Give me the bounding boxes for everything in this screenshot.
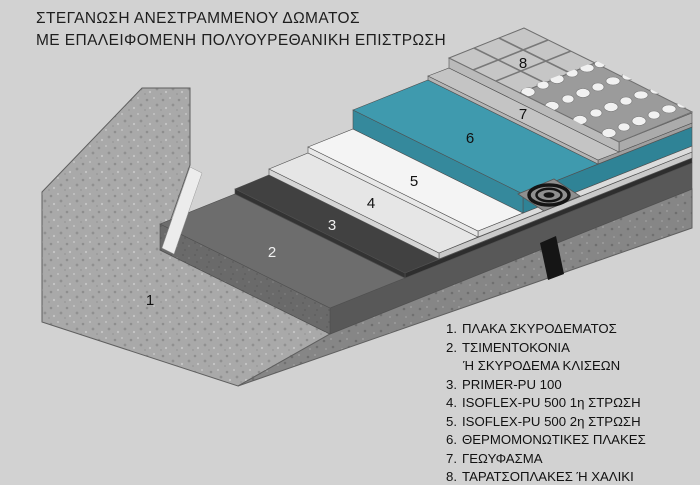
label-1: 1	[146, 292, 154, 309]
title-line-1: ΣΤΕΓΑΝΩΣΗ ΑΝΕΣΤΡΑΜΜΕΝΟΥ ΔΩΜΑΤΟΣ	[36, 10, 360, 27]
roof-drain	[517, 178, 581, 280]
label-2: 2	[268, 244, 276, 261]
label-6: 6	[466, 130, 474, 147]
label-5: 5	[410, 173, 418, 190]
legend-item-1: 1.ΠΛΑΚΑ ΣΚΥΡΟΔΕΜΑΤΟΣ	[446, 321, 617, 336]
page-title: ΣΤΕΓΑΝΩΣΗ ΑΝΕΣΤΡΑΜΜΕΝΟΥ ΔΩΜΑΤΟΣ ΜΕ ΕΠΑΛΕ…	[36, 8, 446, 52]
paver-joints	[472, 37, 572, 84]
roof-gravel	[518, 61, 694, 143]
label-7: 7	[519, 106, 527, 123]
legend-item-7: 7.ΓΕΩΥΦΑΣΜΑ	[446, 450, 543, 466]
layer-numbers: 1 2 3 4 5 6 7 8	[146, 55, 527, 309]
legend-item-5: 5.ISOFLEX-PU 500 2η ΣΤΡΩΣΗ	[446, 413, 641, 429]
legend-item-2: 2.ΤΣΙΜΕΝΤΟΚΟΝΙΑ	[446, 339, 570, 355]
label-3: 3	[328, 217, 336, 234]
layer-edge-stripes	[329, 112, 693, 335]
legend-item-2-cont: Ή ΣΚΥΡΟΔΕΜΑ ΚΛΙΣΕΩΝ	[463, 358, 621, 373]
membrane-wall-turnup	[161, 166, 203, 255]
label-8: 8	[519, 55, 527, 72]
legend-item-4: 4.ISOFLEX-PU 500 1η ΣΤΡΩΣΗ	[446, 395, 641, 410]
label-4: 4	[367, 195, 375, 212]
drain-pipe	[540, 236, 564, 280]
legend-item-6: 6.ΘΕΡΜΟΜΟΝΩΤΙΚΕΣ ΠΛΑΚΕΣ	[446, 432, 646, 447]
pebbles	[520, 61, 690, 138]
title-line-2: ΜΕ ΕΠΑΛΕΙΦΟΜΕΝΗ ΠΟΛΥΟΥΡΕΘΑΝΙΚΗ ΕΠΙΣΤΡΩΣΗ	[36, 32, 447, 49]
legend-item-3: 3.PRIMER-PU 100	[446, 376, 562, 392]
legend: 1.ΠΛΑΚΑ ΣΚΥΡΟΔΕΜΑΤΟΣ 2.ΤΣΙΜΕΝΤΟΚΟΝΙΑ Ή Σ…	[446, 320, 646, 485]
drain-ring-mid	[535, 187, 563, 203]
drain-ring-center	[543, 192, 555, 198]
drain-ring-outer	[527, 183, 571, 207]
legend-item-8: 8.ΤΑΡΑΤΣΟΠΛΑΚΕΣ Ή ΧΑΛΙΚΙ	[446, 469, 634, 484]
